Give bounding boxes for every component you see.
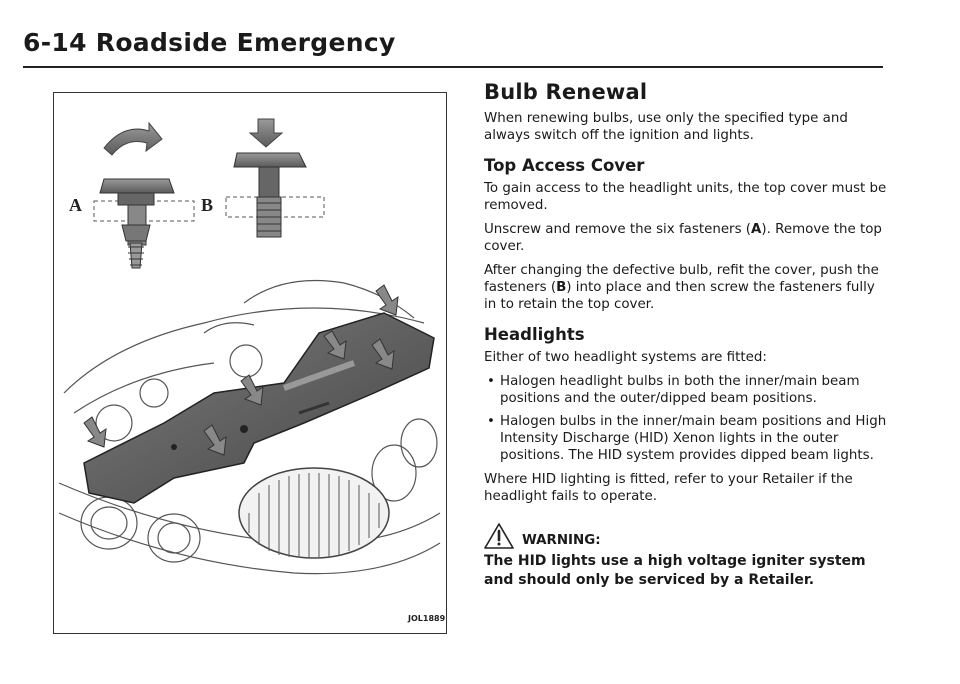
headlights	[80, 418, 438, 563]
section-heading-bulb-renewal: Bulb Renewal	[484, 80, 648, 104]
p3-text-pre: After changing the defective bulb, refit…	[484, 263, 879, 295]
grille	[238, 467, 390, 559]
fastener-a	[93, 178, 195, 269]
headlight-systems-list: Halogen headlight bulbs in both the inne…	[484, 373, 888, 464]
figure-code: JOL1889	[407, 614, 445, 623]
top-access-cover	[83, 312, 435, 504]
list-item: Halogen bulbs in the inner/main beam pos…	[484, 413, 888, 464]
p3-ref-b: B	[556, 280, 567, 295]
top-access-paragraph-2: Unscrew and remove the six fasteners (A)…	[484, 221, 888, 255]
top-access-paragraph-1: To gain access to the headlight units, t…	[484, 181, 887, 213]
fastener-arrows	[83, 284, 399, 456]
section-heading-headlights: Headlights	[484, 325, 585, 344]
section-heading-top-access-cover: Top Access Cover	[484, 156, 645, 175]
headlights-outro: Where HID lighting is fitted, refer to y…	[484, 472, 853, 504]
label-b: B	[201, 195, 213, 215]
list-item: Halogen headlight bulbs in both the inne…	[484, 373, 888, 407]
page-header: 6-14 Roadside Emergency	[23, 28, 396, 57]
push-arrow-icon	[248, 118, 284, 148]
p2-ref-a: A	[751, 222, 762, 237]
warning-header: WARNING:	[484, 523, 888, 549]
intro-paragraph: When renewing bulbs, use only the specif…	[484, 111, 848, 143]
warning-title: WARNING:	[522, 533, 601, 548]
rotate-arrow-icon	[103, 121, 163, 156]
warning-text: The HID lights use a high voltage ignite…	[484, 553, 866, 588]
header-rule	[23, 66, 883, 68]
fastener-b	[225, 152, 325, 238]
p2-text-post: ). Remove the top cover.	[484, 222, 882, 254]
engine-bay-illustration: A B	[53, 92, 447, 634]
headlights-intro: Either of two headlight systems are fitt…	[484, 350, 767, 365]
top-access-paragraph-3: After changing the defective bulb, refit…	[484, 262, 888, 313]
warning-triangle-icon	[484, 523, 514, 549]
p3-text-post: ) into place and then screw the fastener…	[484, 280, 875, 312]
p2-text-pre: Unscrew and remove the six fasteners (	[484, 222, 752, 237]
main-content: Bulb Renewal When renewing bulbs, use on…	[484, 80, 888, 590]
label-a: A	[69, 195, 82, 215]
